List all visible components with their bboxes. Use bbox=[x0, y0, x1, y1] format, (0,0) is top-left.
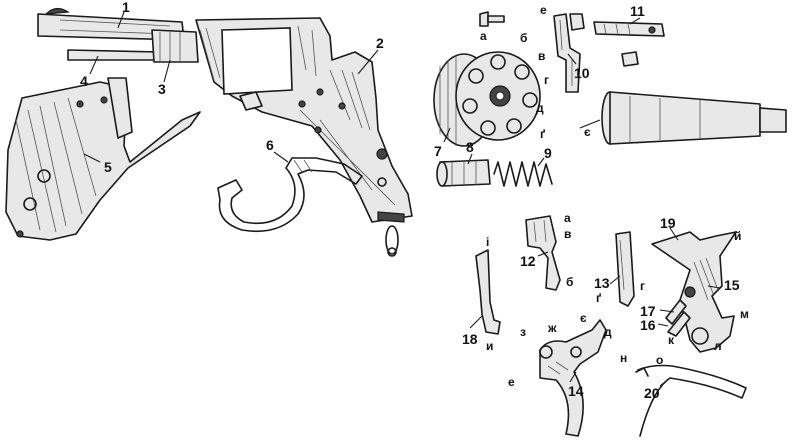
label-4: 4 bbox=[80, 73, 88, 89]
label-20-n: н bbox=[620, 351, 627, 365]
coil-spring bbox=[493, 161, 553, 187]
ejector-rod bbox=[67, 49, 161, 61]
part-labels: 1 2 3 4 5 6 7 8 9 10 11 12 13 14 15 16 1… bbox=[80, 0, 749, 401]
label-2: 2 bbox=[376, 35, 384, 51]
label-18-y: и bbox=[486, 339, 493, 353]
label-1: 1 bbox=[122, 0, 130, 15]
label-14-ye: є bbox=[580, 311, 587, 325]
cylinder bbox=[433, 51, 541, 147]
sear-bar bbox=[475, 249, 501, 335]
label-cyl-a: а bbox=[480, 29, 487, 43]
label-13-gg: ґ bbox=[596, 291, 601, 305]
label-16: 16 bbox=[640, 317, 656, 333]
label-15-k: к bbox=[668, 333, 675, 347]
label-12: 12 bbox=[520, 253, 536, 269]
lanyard-ring bbox=[385, 225, 399, 255]
label-14-z: з bbox=[520, 325, 526, 339]
label-9: 9 bbox=[544, 145, 552, 161]
label-cyl-b: б bbox=[520, 31, 527, 45]
label-14-zh: ж bbox=[547, 321, 557, 335]
small-screw bbox=[479, 11, 505, 27]
leader-lines bbox=[83, 11, 721, 387]
small-spring-parts bbox=[665, 299, 691, 337]
label-10: 10 bbox=[574, 65, 590, 81]
label-12-v: в bbox=[564, 227, 571, 241]
label-12-a: а bbox=[564, 211, 571, 225]
loading-gate bbox=[553, 13, 585, 93]
hammer bbox=[651, 231, 737, 353]
cylinder-axis bbox=[601, 91, 787, 145]
label-5: 5 bbox=[104, 159, 112, 175]
label-10-e: е bbox=[540, 3, 547, 17]
label-cyl-d: д bbox=[536, 101, 544, 115]
catch bbox=[615, 231, 635, 307]
front-sight bbox=[44, 7, 70, 15]
label-3: 3 bbox=[158, 81, 166, 97]
label-13: 13 bbox=[594, 275, 610, 291]
label-15-m: м bbox=[740, 307, 749, 321]
label-12-b: б bbox=[566, 275, 573, 289]
label-18: 18 bbox=[462, 331, 478, 347]
label-20: 20 bbox=[644, 385, 660, 401]
label-15: 15 bbox=[724, 277, 740, 293]
label-19-y: й bbox=[734, 229, 741, 243]
label-14-d: д bbox=[604, 325, 612, 339]
label-7: 7 bbox=[434, 143, 442, 159]
label-axis-ye: є bbox=[584, 125, 591, 139]
trigger-guard bbox=[217, 157, 363, 233]
label-11: 11 bbox=[630, 3, 645, 19]
revolver-frame-assembly bbox=[37, 7, 413, 257]
barrel-collar bbox=[151, 29, 199, 63]
label-8: 8 bbox=[466, 139, 474, 155]
label-15-l: л bbox=[714, 339, 722, 353]
label-14-e: е bbox=[508, 375, 515, 389]
frame-hammer bbox=[239, 91, 263, 111]
spring-guide bbox=[436, 159, 491, 187]
cylinder-window bbox=[221, 27, 293, 95]
label-cyl-g: г bbox=[544, 73, 549, 87]
label-18-i: і bbox=[486, 235, 489, 249]
label-19: 19 bbox=[660, 215, 676, 231]
flat-spring bbox=[593, 21, 665, 37]
small-nut bbox=[621, 51, 639, 67]
pawl bbox=[525, 215, 561, 291]
label-cyl-v: в bbox=[538, 49, 545, 63]
label-13-g: г bbox=[640, 279, 645, 293]
label-17: 17 bbox=[640, 303, 656, 319]
grip-panel bbox=[5, 77, 201, 241]
label-cyl-gg: ґ bbox=[540, 127, 545, 141]
label-14: 14 bbox=[568, 383, 584, 399]
mainspring bbox=[635, 364, 747, 437]
label-6: 6 bbox=[266, 137, 274, 153]
label-20-o: о bbox=[656, 353, 663, 367]
